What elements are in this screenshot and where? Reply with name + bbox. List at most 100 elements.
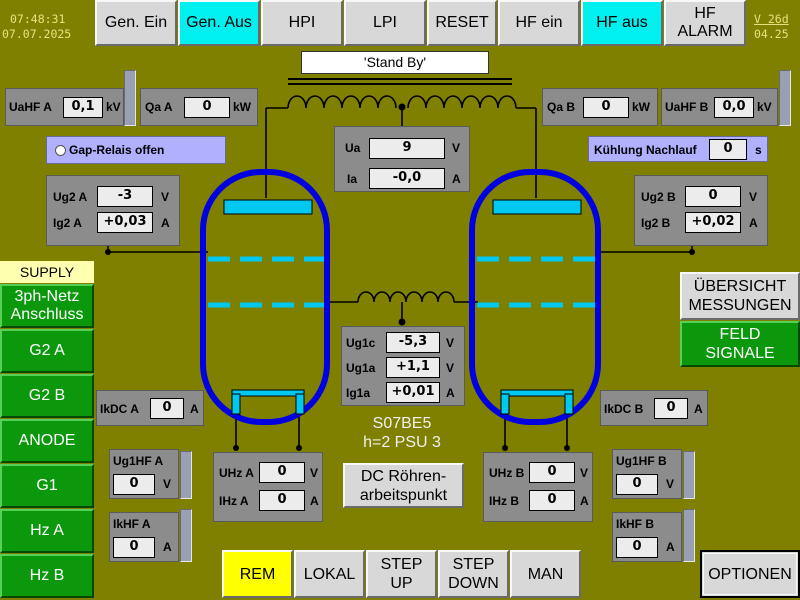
uhz-b-panel: UHz B 0 V IHz B 0 A <box>483 452 593 522</box>
uhz-a-value: 0 <box>259 462 305 483</box>
ug1hf-b-value: 0 <box>616 474 658 495</box>
ikdc-b-label: IkDC B <box>604 402 644 416</box>
ug1c-unit: V <box>446 336 455 350</box>
harmonic-psu-info: h=2 PSU 3 <box>363 434 441 451</box>
ug1hf-b-bar <box>683 451 695 499</box>
supply-g2a-button[interactable]: G2 A <box>0 329 94 373</box>
qa-a-label: Qa A <box>145 100 173 114</box>
version-label: V 26d <box>754 12 789 26</box>
ig1a-value: +0,01 <box>386 382 440 403</box>
qa-b-value: 0 <box>583 97 629 118</box>
uhz-b-unit: V <box>580 466 589 480</box>
indicator-dot-icon <box>55 145 66 156</box>
step-up-button[interactable]: STEP UP <box>366 550 437 598</box>
ig2-b-label: Ig2 B <box>641 216 671 230</box>
qa-a-unit: kW <box>233 100 251 114</box>
ikdc-a-unit: A <box>190 402 199 416</box>
ikhf-a-bar <box>180 509 192 562</box>
ikdc-b-unit: A <box>694 402 703 416</box>
kuehlung-unit: s <box>755 143 762 157</box>
ug1hf-a-unit: V <box>163 477 172 491</box>
ig1a-unit: A <box>446 386 455 400</box>
rem-button[interactable]: REM <box>222 550 293 598</box>
ug2-b-unit: V <box>749 190 758 204</box>
ug1a-label: Ug1a <box>346 361 376 375</box>
clock-time: 07:48:31 <box>10 12 66 26</box>
supply-g2b-button[interactable]: G2 B <box>0 374 94 418</box>
hf-alarm-button[interactable]: HF ALARM <box>664 0 746 46</box>
ikdc-b-panel: IkDC B 0 A <box>600 390 708 426</box>
ug2-b-label: Ug2 B <box>641 190 676 204</box>
gen-aus-button[interactable]: Gen. Aus <box>178 0 260 46</box>
ua-unit: V <box>452 141 461 155</box>
ia-value: -0,0 <box>369 168 445 189</box>
g2-a-panel: Ug2 A -3 V Ig2 A +0,03 A <box>46 175 180 246</box>
ihz-a-value: 0 <box>259 490 305 511</box>
supply-anode-button[interactable]: ANODE <box>0 419 94 463</box>
ug1hf-a-panel: Ug1HF A 0 V <box>109 449 179 499</box>
hf-aus-button[interactable]: HF aus <box>581 0 663 46</box>
dc-roehrenarbeitspunkt-button[interactable]: DC Röhren- arbeitspunkt <box>343 463 464 508</box>
kuehlung-label: Kühlung Nachlauf <box>594 143 697 157</box>
uhz-a-panel: UHz A 0 V IHz A 0 A <box>213 452 323 522</box>
uebersicht-messungen-button[interactable]: ÜBERSICHT MESSUNGEN <box>680 272 800 320</box>
ig1a-label: Ig1a <box>346 386 371 400</box>
man-button[interactable]: MAN <box>510 550 581 598</box>
ug1hf-b-panel: Ug1HF B 0 V <box>612 449 682 499</box>
step-down-button[interactable]: STEP DOWN <box>438 550 509 598</box>
uahf-a-bar <box>124 70 136 126</box>
ikhf-a-value: 0 <box>113 537 155 558</box>
ua-value: 9 <box>369 138 445 159</box>
ug1hf-a-label: Ug1HF A <box>113 454 164 468</box>
ug2-a-value: -3 <box>97 186 153 207</box>
ug2-b-value: 0 <box>685 186 741 207</box>
date-display: 07.07.2025 <box>2 27 72 41</box>
hpi-button[interactable]: HPI <box>261 0 343 46</box>
ug1hf-b-label: Ug1HF B <box>616 454 667 468</box>
hf-ein-button[interactable]: HF ein <box>498 0 580 46</box>
ug1c-label: Ug1c <box>346 336 376 350</box>
supply-3ph-netz-button[interactable]: 3ph-Netz Anschluss <box>0 284 94 328</box>
lpi-button[interactable]: LPI <box>344 0 426 46</box>
ikhf-b-bar <box>683 509 695 562</box>
ug1hf-b-unit: V <box>666 477 675 491</box>
uhz-b-value: 0 <box>529 462 575 483</box>
supply-hza-button[interactable]: Hz A <box>0 509 94 553</box>
lokal-button[interactable]: LOKAL <box>294 550 365 598</box>
uahf-a-unit: kV <box>106 100 121 114</box>
qa-b-panel: Qa B 0 kW <box>542 88 658 126</box>
qa-a-value: 0 <box>184 97 230 118</box>
optionen-button[interactable]: OPTIONEN <box>700 550 800 598</box>
ig2-b-unit: A <box>749 216 758 230</box>
reset-button[interactable]: RESET <box>427 0 497 46</box>
version-date: 04.25 <box>754 27 789 41</box>
ug2-a-unit: V <box>161 190 170 204</box>
uahf-b-label: UaHF B <box>665 100 709 114</box>
ia-unit: A <box>452 172 461 186</box>
qa-b-label: Qa B <box>547 100 576 114</box>
ug1c-value: -5,3 <box>386 332 440 353</box>
ikhf-b-panel: IkHF B 0 A <box>612 512 682 562</box>
ig2-b-value: +0,02 <box>685 212 741 233</box>
uahf-b-panel: UaHF B 0,0 kV <box>661 88 778 126</box>
ug1a-value: +1,1 <box>386 357 440 378</box>
feld-signale-button[interactable]: FELD SIGNALE <box>680 321 800 367</box>
ikhf-b-label: IkHF B <box>616 517 655 531</box>
ug1hf-a-bar <box>180 451 192 499</box>
kuehlung-value: 0 <box>709 139 747 160</box>
gen-ein-button[interactable]: Gen. Ein <box>95 0 177 46</box>
ikhf-b-unit: A <box>666 540 675 554</box>
supply-hzb-button[interactable]: Hz B <box>0 554 94 598</box>
ihz-b-label: IHz B <box>489 494 519 508</box>
ihz-b-value: 0 <box>529 490 575 511</box>
ug2-a-label: Ug2 A <box>53 190 88 204</box>
ikhf-a-panel: IkHF A 0 A <box>109 512 179 562</box>
ikhf-a-label: IkHF A <box>113 517 151 531</box>
ihz-b-unit: A <box>580 494 589 508</box>
device-id: S07BE5 <box>372 415 432 432</box>
ihz-a-unit: A <box>310 494 319 508</box>
ikdc-a-label: IkDC A <box>100 402 139 416</box>
ikdc-b-value: 0 <box>654 398 688 419</box>
supply-g1-button[interactable]: G1 <box>0 464 94 508</box>
